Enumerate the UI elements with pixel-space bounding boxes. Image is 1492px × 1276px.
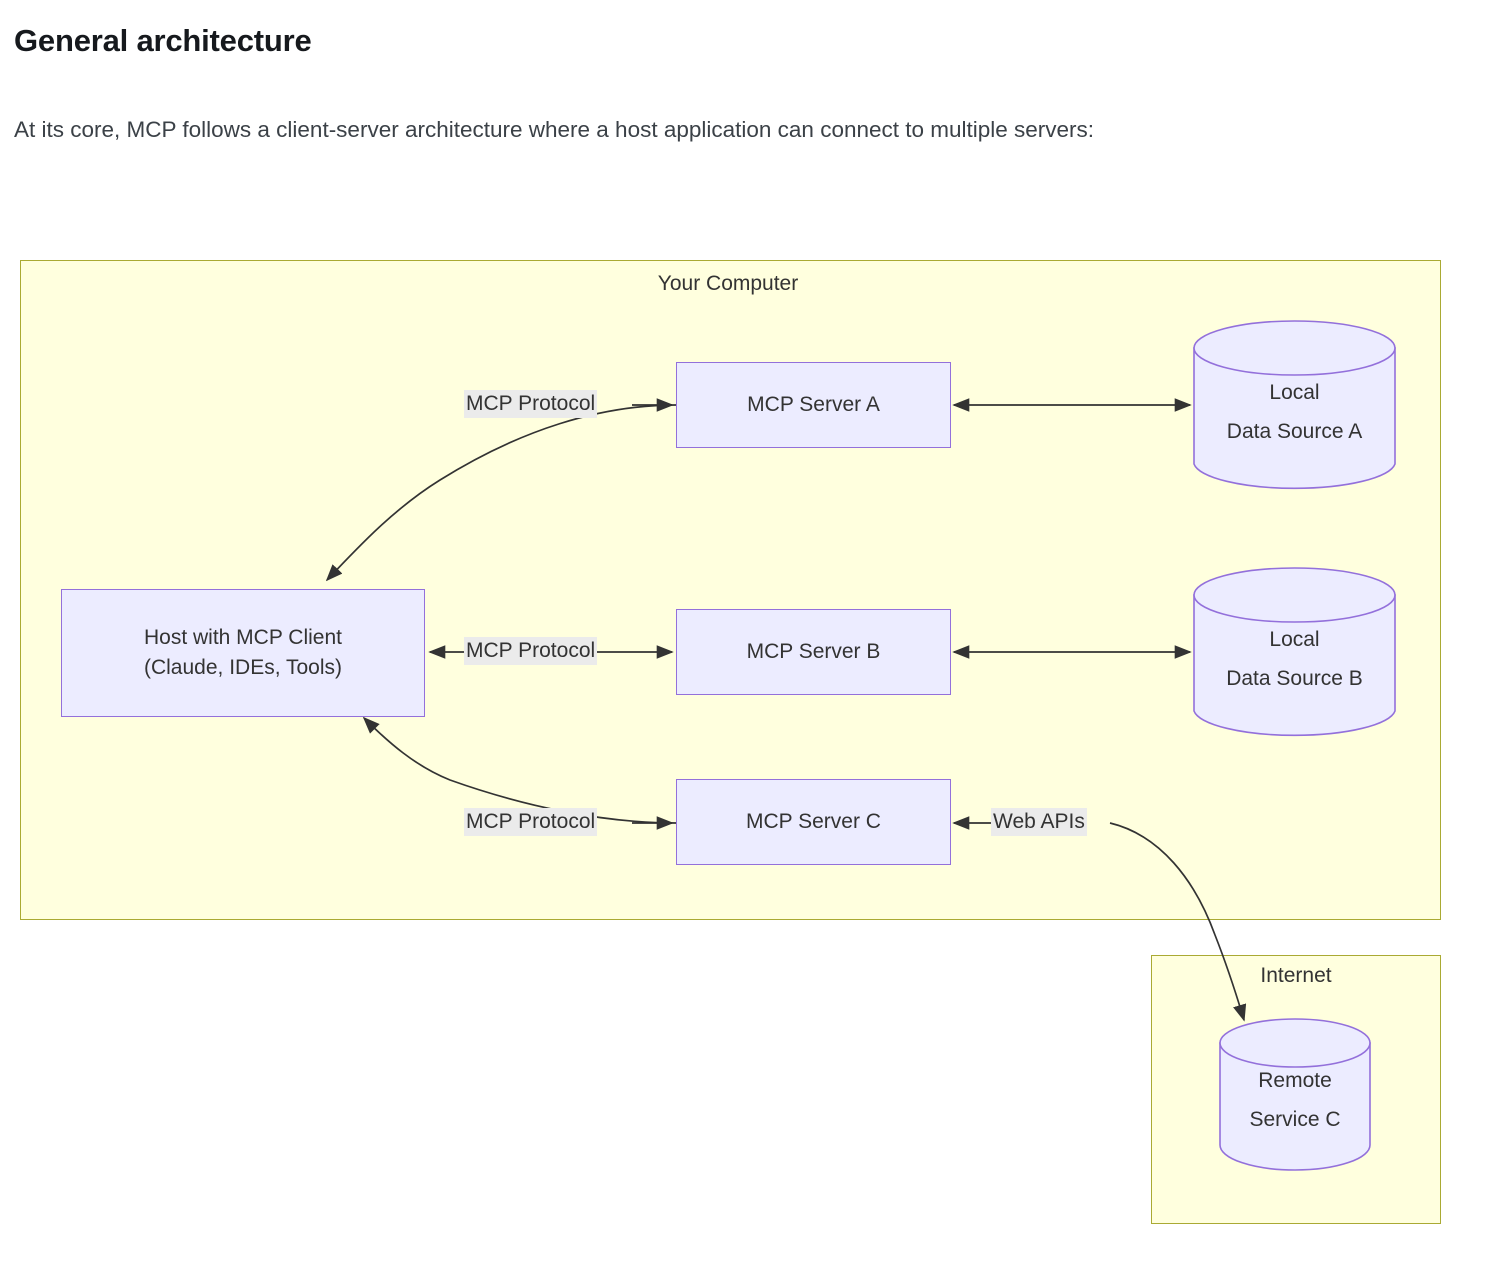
page-title: General architecture <box>14 23 312 58</box>
node-mcp-server-b-label: MCP Server B <box>746 639 881 663</box>
intro-paragraph: At its core, MCP follows a client-server… <box>14 117 1095 142</box>
edge-label-mcp-protocol-b: MCP Protocol <box>464 637 598 665</box>
edge-server-c-to-remote-c-curve <box>1109 822 1247 1022</box>
node-mcp-server-a-label: MCP Server A <box>747 392 880 416</box>
node-mcp-server-c[interactable]: MCP Server C <box>676 779 951 865</box>
node-local-data-source-a[interactable]: Local Data Source A <box>1193 320 1396 492</box>
node-mcp-server-b[interactable]: MCP Server B <box>676 609 951 695</box>
edge-server-a-to-host-curve <box>325 404 677 582</box>
edge-label-mcp-protocol-c: MCP Protocol <box>464 808 598 836</box>
node-remote-service-c[interactable]: Remote Service C <box>1219 1018 1371 1171</box>
node-data-a-line-1: Local <box>1269 381 1320 405</box>
node-host-line-1: Host with MCP Client <box>143 625 342 649</box>
node-mcp-server-a[interactable]: MCP Server A <box>676 362 951 448</box>
node-data-b-line-1: Local <box>1269 628 1320 652</box>
node-local-data-source-b-text: Local Data Source B <box>1193 567 1396 739</box>
cylinder-shape-b <box>1193 567 1396 737</box>
node-data-a-line-2: Data Source A <box>1226 420 1363 443</box>
node-data-b-line-2: Data Source B <box>1226 667 1363 690</box>
cylinder-shape-a <box>1193 320 1396 490</box>
node-remote-service-c-text: Remote Service C <box>1219 1018 1371 1170</box>
cluster-your-computer-label: Your Computer <box>657 272 799 295</box>
node-mcp-server-c-label: MCP Server C <box>746 809 881 833</box>
node-local-data-source-a-text: Local Data Source A <box>1193 320 1396 492</box>
node-remote-c-line-2: Service C <box>1249 1108 1341 1131</box>
cylinder-shape-remote-c <box>1219 1018 1371 1171</box>
edge-label-mcp-protocol-a: MCP Protocol <box>464 390 598 418</box>
node-local-data-source-b[interactable]: Local Data Source B <box>1193 567 1396 739</box>
edge-label-web-apis: Web APIs <box>991 808 1087 836</box>
node-host-with-mcp-client[interactable]: Host with MCP Client (Claude, IDEs, Tool… <box>61 589 425 717</box>
cluster-internet-label: Internet <box>1260 964 1332 987</box>
node-host-line-2: (Claude, IDEs, Tools) <box>143 656 343 679</box>
node-remote-c-line-1: Remote <box>1258 1069 1332 1093</box>
edge-server-c-to-host-curve <box>362 716 677 824</box>
